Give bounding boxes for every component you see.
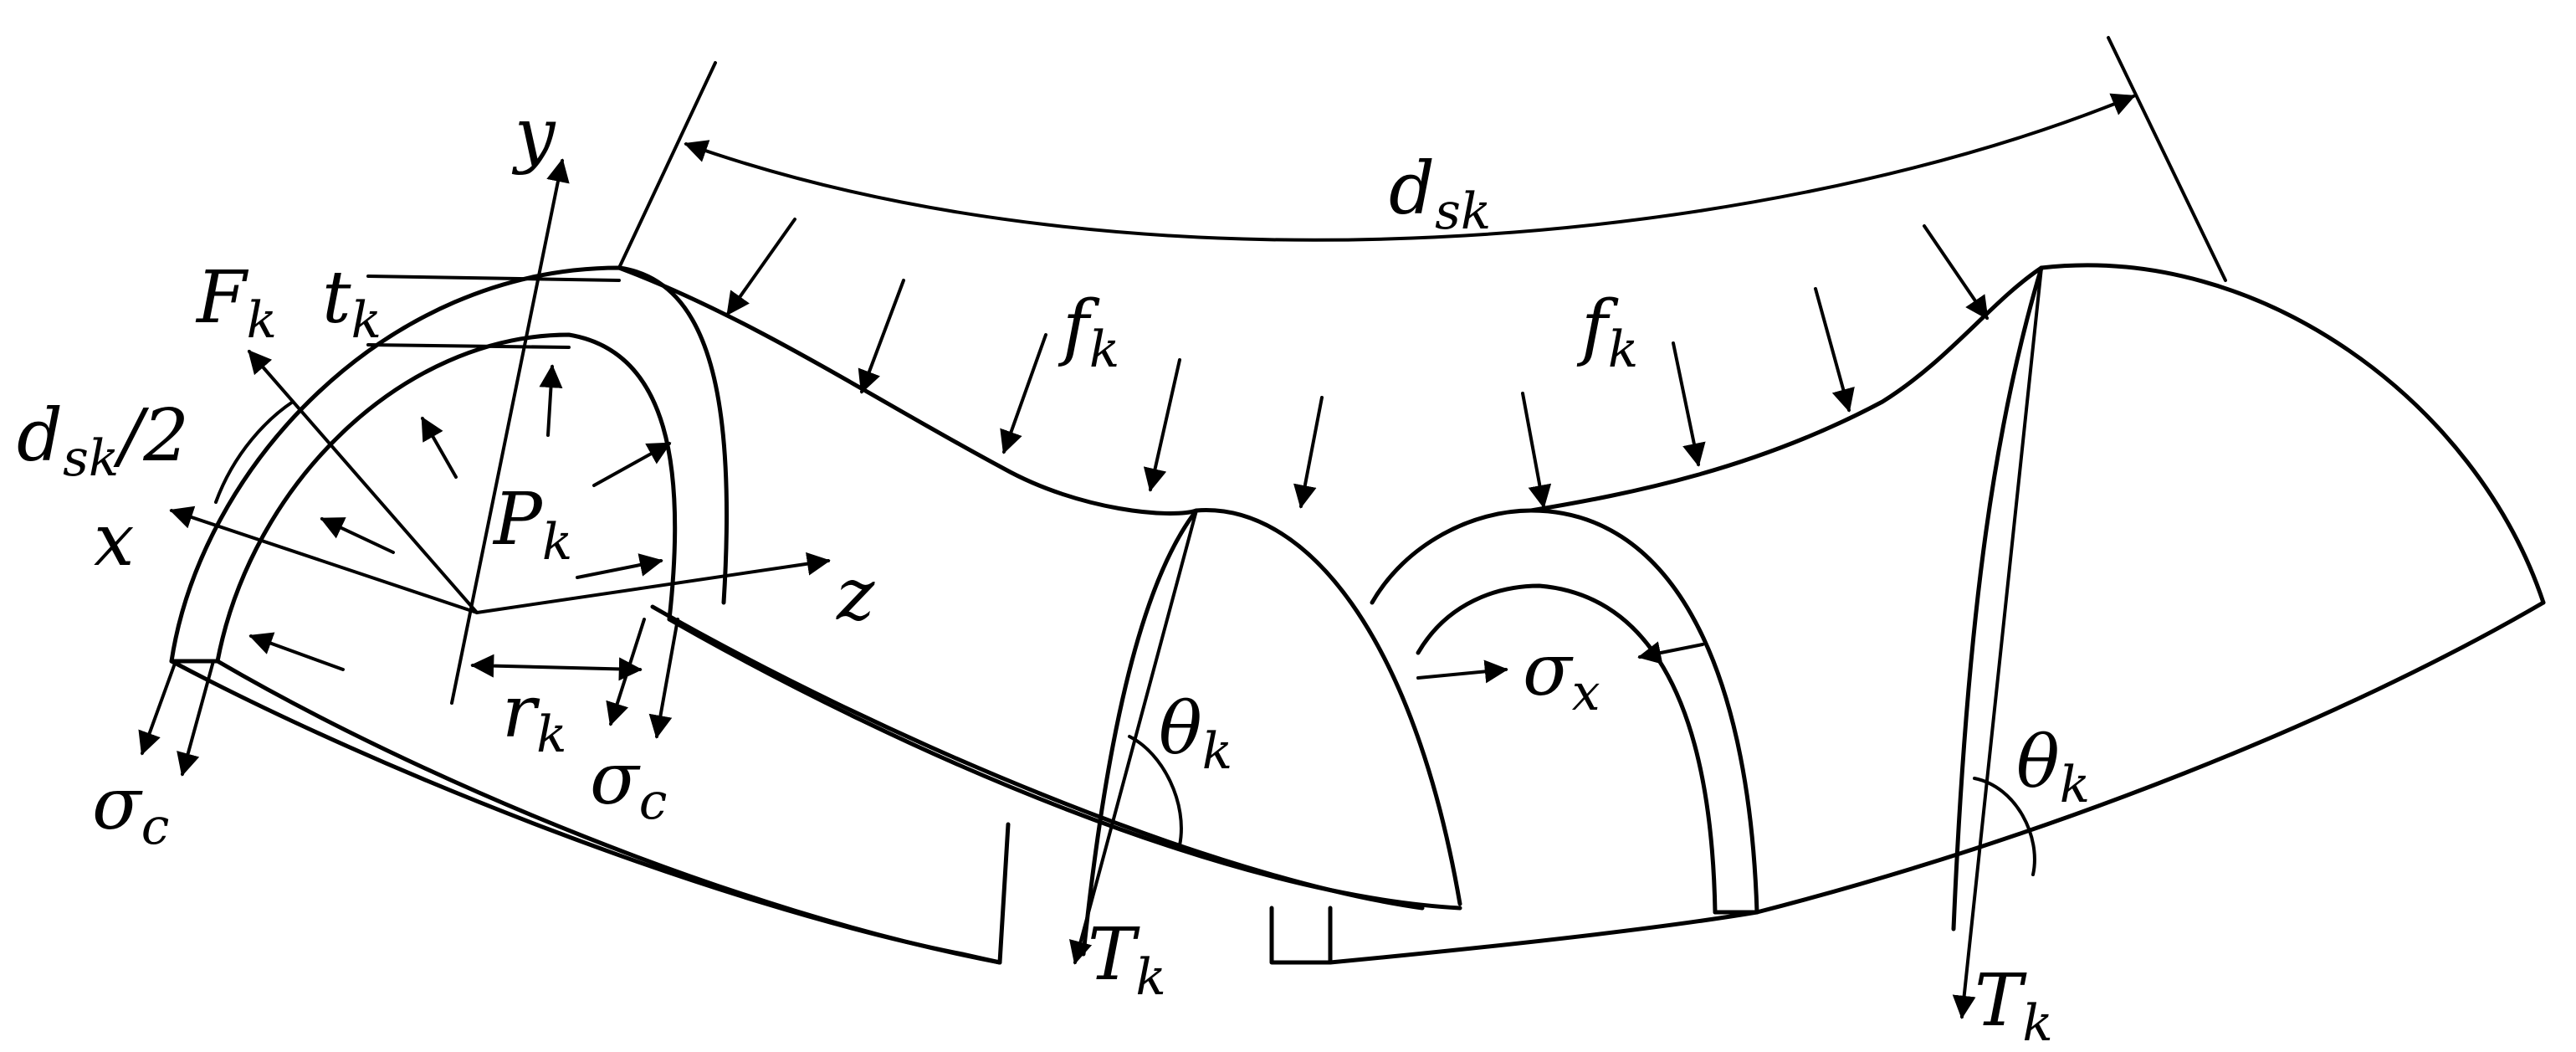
sigma-x-arrow — [1637, 641, 1704, 665]
load-arrow — [1923, 224, 1989, 321]
load-arrow — [726, 218, 796, 316]
F-force-arrow — [248, 349, 479, 614]
sigma-c-arrows — [138, 618, 679, 777]
left-arch-inner — [215, 332, 678, 664]
left-flange-end — [960, 822, 1011, 965]
right-block-top — [2039, 263, 2546, 605]
pressure-arrow — [421, 416, 458, 479]
t-leader-inner — [366, 343, 571, 349]
right-block-bottom — [1754, 600, 2546, 915]
dsk-arc — [684, 93, 2136, 242]
label-z: z — [836, 553, 875, 637]
load-arrow — [1293, 396, 1324, 509]
segment1-end-vertical — [1081, 508, 1199, 957]
dsk-dimension — [617, 36, 2227, 282]
label-sigma-x: σx — [1523, 629, 1600, 722]
x-axis-line — [169, 505, 479, 614]
mid-arch-outer — [1370, 508, 1759, 915]
coordinate-axes — [169, 158, 831, 705]
mid-arch-inner — [1416, 583, 1718, 915]
sigma-x-arrow — [1416, 659, 1508, 684]
label-y: y — [511, 93, 556, 177]
tension-arrows — [1069, 266, 2043, 1019]
shell-outline — [169, 263, 2546, 965]
r-dimension — [470, 654, 643, 681]
sigma-c-arrow — [177, 659, 215, 777]
pressure-arrow — [248, 632, 345, 671]
label-f-right: fk — [1576, 285, 1638, 379]
label-theta-left: θk — [1159, 687, 1232, 781]
right-block-vertical — [1951, 265, 2044, 931]
load-arrow — [1672, 341, 1706, 467]
load-arrow — [1000, 333, 1047, 454]
load-arrow — [1814, 287, 1855, 413]
labels: y x z Fk tk dsk/2 Pk rk σc σc dsk fk fk … — [17, 93, 2090, 1052]
T-arrow-right — [1952, 266, 2043, 1019]
pressure-arrow — [539, 364, 563, 437]
label-x: x — [94, 499, 135, 582]
pressure-arrow — [576, 553, 663, 579]
sigma-x-arrows — [1416, 641, 1704, 684]
label-sigma-c-left: σc — [92, 762, 169, 856]
mid-flange-top — [650, 604, 1425, 911]
label-f-left: fk — [1058, 285, 1119, 379]
t-leader-outer — [366, 275, 621, 282]
sigma-c-arrow — [606, 618, 646, 726]
sigma-c-arrow — [648, 618, 679, 739]
label-T-right: Tk — [1974, 959, 2053, 1052]
half-angle-arc — [214, 400, 294, 504]
load-arrow — [858, 279, 905, 394]
pressure-arrow — [592, 442, 672, 487]
pressure-arrows — [248, 364, 672, 671]
label-dsk: dsk — [1389, 147, 1491, 241]
label-sigma-c-right: σc — [590, 737, 667, 831]
label-t: tk — [322, 256, 382, 350]
dsk-extension-right — [2107, 36, 2227, 282]
y-axis-line — [450, 158, 570, 705]
label-theta-right: θk — [2016, 721, 2090, 814]
left-flange-bottom — [215, 659, 1002, 965]
load-arrow — [1521, 392, 1552, 509]
label-r: rk — [502, 670, 566, 764]
crown-top-edge-left — [617, 265, 1199, 516]
dsk-extension-left — [617, 61, 717, 269]
label-T-left: Tk — [1088, 913, 1166, 1007]
label-d-half: dsk/2 — [17, 394, 189, 488]
label-F: Fk — [195, 256, 277, 350]
z-axis-line — [475, 552, 831, 614]
segment1-end-curve — [1194, 508, 1462, 906]
theta-arc-left — [1128, 735, 1183, 847]
theta-arc-right — [1973, 777, 2036, 876]
distributed-load-arrows — [726, 218, 1989, 509]
label-P: Pk — [492, 478, 572, 572]
sigma-c-arrow — [138, 659, 177, 756]
mid-flange-box — [1269, 906, 1333, 965]
mid-flange-base — [1328, 910, 1759, 965]
load-arrow — [1143, 358, 1181, 492]
left-arch-outer — [169, 265, 730, 664]
mid-flange-bottom — [667, 617, 1462, 911]
T-arrow-left — [1069, 509, 1198, 965]
pressure-arrow — [320, 517, 395, 554]
